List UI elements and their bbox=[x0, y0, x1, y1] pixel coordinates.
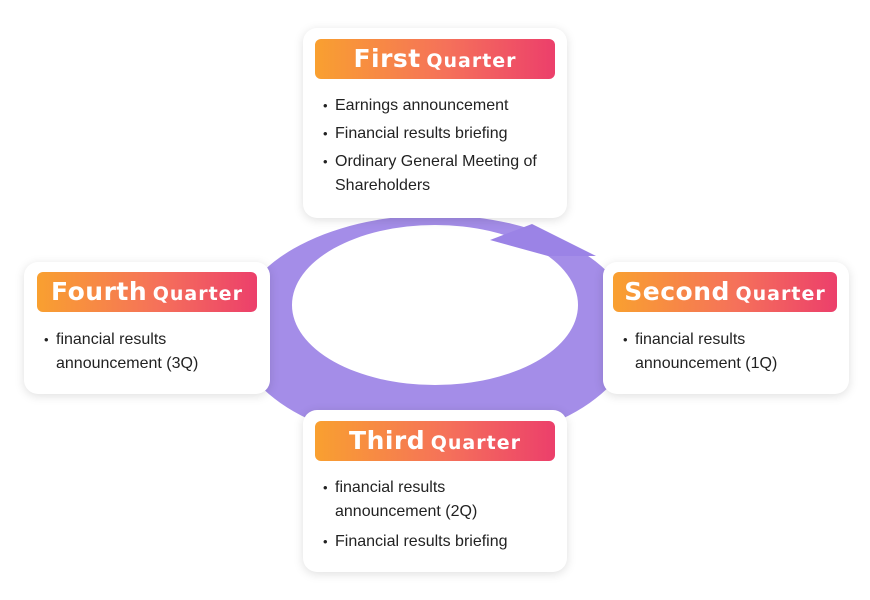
first-quarter-card: First Quarter Earnings announcement Fina… bbox=[303, 28, 567, 218]
list-item: Earnings announcement bbox=[323, 94, 553, 118]
quarter-ordinal: Fourth bbox=[51, 277, 148, 306]
second-quarter-list: financial results announcement (1Q) bbox=[623, 328, 788, 380]
quarter-word: Quarter bbox=[735, 283, 826, 305]
third-quarter-header: Third Quarter bbox=[315, 421, 555, 461]
fourth-quarter-header: Fourth Quarter bbox=[37, 272, 257, 312]
cycle-arrowhead-icon bbox=[490, 224, 596, 256]
list-item: financial results announcement (1Q) bbox=[623, 328, 788, 376]
quarter-word: Quarter bbox=[430, 432, 521, 454]
quarter-ordinal: Third bbox=[349, 426, 426, 455]
list-item: Financial results briefing bbox=[323, 122, 553, 146]
third-quarter-card: Third Quarter financial results announce… bbox=[303, 410, 567, 572]
quarter-word: Quarter bbox=[152, 283, 243, 305]
first-quarter-header: First Quarter bbox=[315, 39, 555, 79]
quarter-ordinal: Second bbox=[624, 277, 730, 306]
first-quarter-list: Earnings announcement Financial results … bbox=[323, 94, 553, 202]
fourth-quarter-list: financial results announcement (3Q) bbox=[44, 328, 209, 380]
list-item: Financial results briefing bbox=[323, 530, 508, 554]
third-quarter-list: financial results announcement (2Q) Fina… bbox=[323, 476, 508, 558]
quarter-ordinal: First bbox=[353, 44, 421, 73]
list-item: Ordinary General Meeting of Shareholders bbox=[323, 150, 553, 198]
cycle-ring bbox=[235, 215, 635, 445]
list-item: financial results announcement (3Q) bbox=[44, 328, 209, 376]
quarter-word: Quarter bbox=[426, 50, 517, 72]
list-item: financial results announcement (2Q) bbox=[323, 476, 488, 524]
second-quarter-card: Second Quarter financial results announc… bbox=[603, 262, 849, 394]
fourth-quarter-card: Fourth Quarter financial results announc… bbox=[24, 262, 270, 394]
second-quarter-header: Second Quarter bbox=[613, 272, 837, 312]
